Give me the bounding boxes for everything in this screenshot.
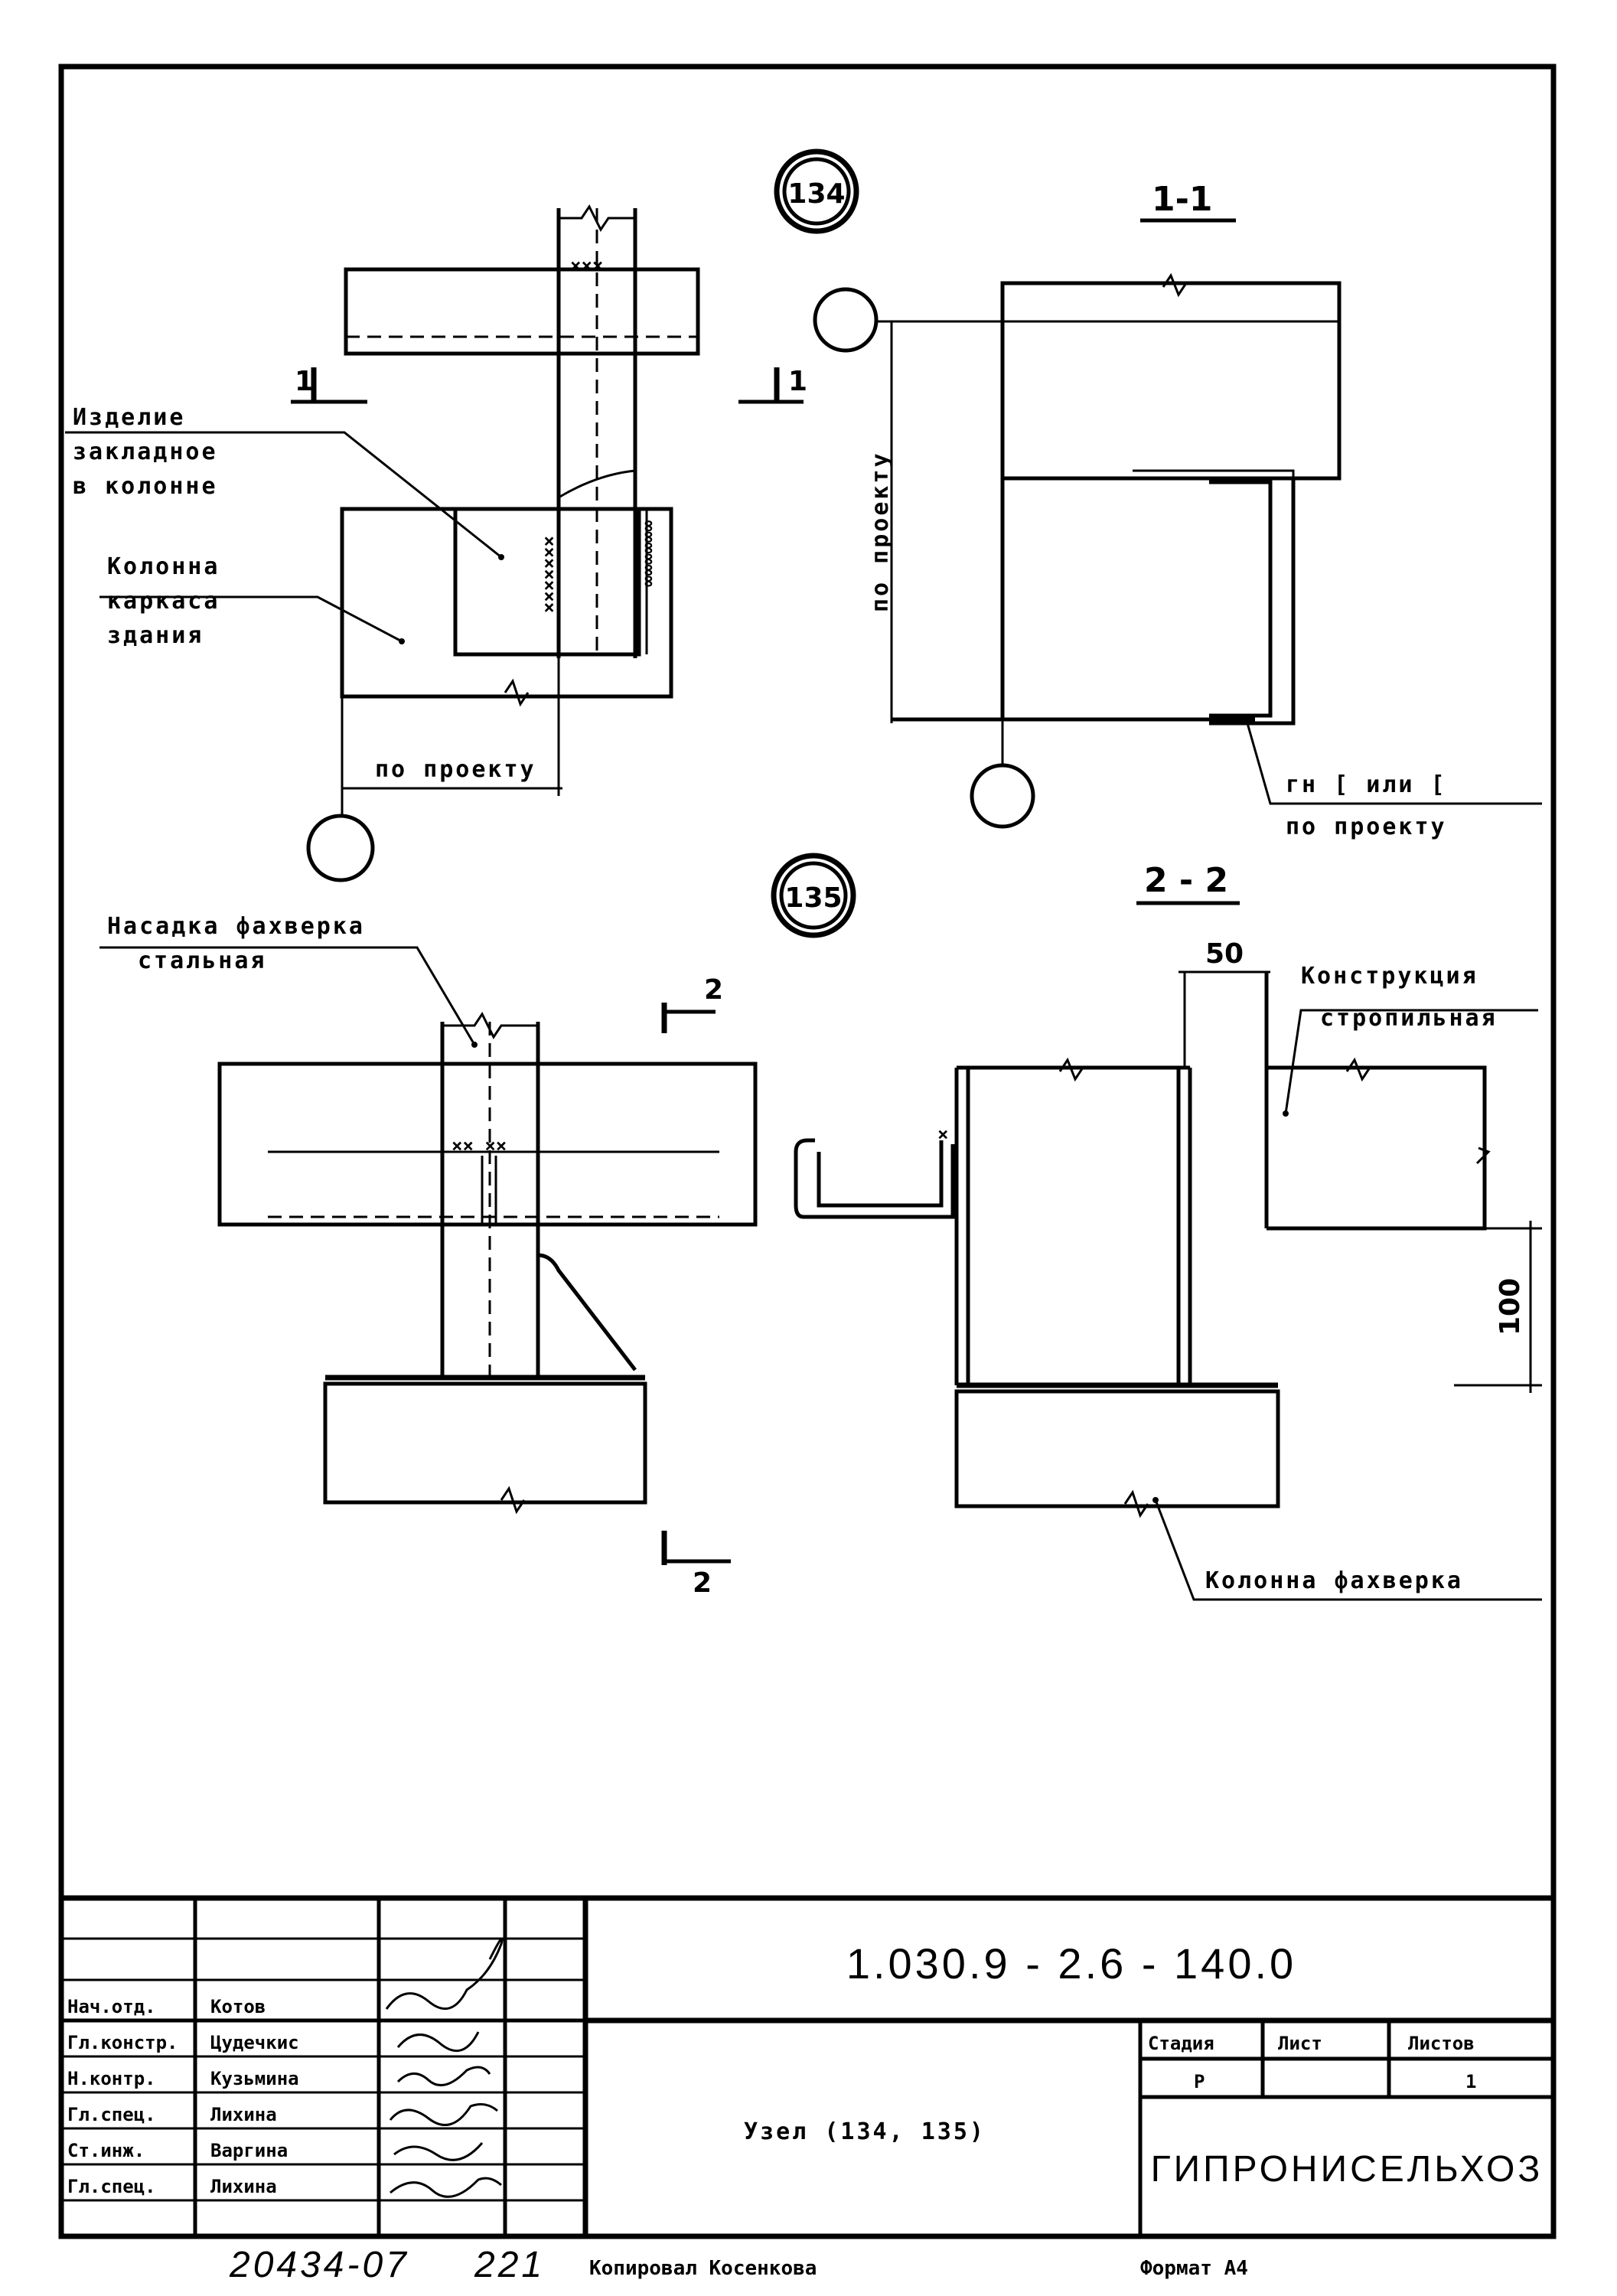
drawing-title: Узел (134, 135) [744, 2118, 986, 2145]
embedded-part-label-3: в колонне [73, 473, 218, 500]
section-2-2-dim-side: 100 [1495, 1278, 1526, 1336]
column-label-3: здания [107, 622, 204, 649]
section-1-1-vertical-dim: по проекту [867, 451, 894, 612]
section-1-marker-right: 1 [788, 366, 807, 397]
profile-label-1: гн [ или [ [1286, 771, 1447, 798]
staff-role-3: Н.контр. [67, 2068, 156, 2089]
staff-role-4: Гл.спец. [67, 2104, 156, 2125]
organization-name: ГИПРОНИСЕЛЬХОЗ [1151, 2149, 1544, 2190]
section-2-2-title: 2 - 2 [1144, 861, 1228, 900]
svg-text:×××××××: ××××××× [539, 536, 560, 613]
staff-name-6: Лихина [210, 2176, 277, 2197]
construction-label-2: стропильная [1320, 1005, 1498, 1032]
node-135-label-1: Насадка фахверка [107, 913, 365, 940]
stage-value: Р [1194, 2071, 1205, 2092]
signatures [385, 1937, 504, 2198]
stage-header: Стадия [1148, 2033, 1214, 2054]
section-1-1-view: 1-1 по проекту гн [ или [ по проекту [813, 180, 1542, 840]
node-134-callout-circle [774, 148, 859, 234]
node-134-dimension: по проекту [375, 756, 536, 783]
svg-text:∞∞∞∞∞∞: ∞∞∞∞∞∞ [638, 520, 660, 587]
staff-name-5: Варгина [210, 2140, 288, 2161]
embedded-part-label-1: Изделие [73, 404, 185, 431]
svg-text:×××: ××× [570, 255, 603, 276]
staff-name-3: Кузьмина [210, 2068, 299, 2089]
section-2-2-view: 2 - 2 × 50 Конструкция стропильная [794, 861, 1542, 1601]
svg-text:×: × [937, 1124, 948, 1145]
svg-text:×× ××: ×× ×× [452, 1135, 507, 1156]
staff-role-6: Гл.спец. [67, 2176, 156, 2197]
sheet-frame [58, 64, 1557, 2239]
document-code: 1.030.9 - 2.6 - 140.0 [846, 1939, 1296, 1988]
embedded-part-label-2: закладное [73, 439, 218, 465]
node-135-view: 135 Насадка фахверка стальная ×× ×× 2 2 [99, 853, 856, 1599]
section-2-marker-top: 2 [704, 974, 723, 1006]
construction-label-1: Конструкция [1301, 963, 1478, 990]
node-135-label-2: стальная [138, 947, 267, 974]
sheets-value: 1 [1465, 2071, 1476, 2092]
column-framework-label: Колонна фахверка [1205, 1567, 1463, 1594]
section-1-1-title: 1-1 [1152, 180, 1213, 219]
staff-role-5: Ст.инж. [67, 2140, 145, 2161]
sheet-header: Лист [1278, 2033, 1322, 2054]
section-1-marker-left: 1 [295, 366, 314, 397]
staff-name-4: Лихина [210, 2104, 277, 2125]
column-label-2: каркаса [107, 588, 220, 615]
profile-label-2: по проекту [1286, 814, 1447, 840]
staff-role-2: Гл.констр. [67, 2032, 178, 2053]
node-134-view: 134 ××× ××××××× ∞∞∞∞∞∞ 1 1 Изделие закла… [65, 148, 859, 882]
staff-name-1: Котов [210, 1996, 266, 2017]
footer-number: 20434-07 [229, 2245, 409, 2285]
footer-page: 221 [474, 2245, 545, 2285]
section-1-1-axis-circle-top [813, 287, 879, 353]
section-1-1-axis-circle-bottom [970, 763, 1035, 829]
staff-name-2: Цудечкис [210, 2032, 299, 2053]
footer-copied-by: Копировал Косенкова [589, 2257, 817, 2280]
node-134-callout-number: 134 [787, 178, 845, 210]
staff-role-1: Нач.отд. [67, 1996, 156, 2017]
sheets-header: Листов [1408, 2033, 1475, 2054]
section-2-2-dim-top: 50 [1205, 938, 1244, 970]
footer-format: Формат А4 [1140, 2257, 1248, 2280]
node-134-axis-circle [306, 814, 375, 882]
node-135-callout-number: 135 [784, 882, 842, 914]
column-label-1: Колонна [107, 553, 220, 580]
node-135-callout-circle [771, 853, 856, 938]
footer: 20434-07 221 Копировал Косенкова Формат … [229, 2245, 1248, 2285]
title-block: Нач.отд. Котов Гл.констр. Цудечкис Н.кон… [61, 1895, 1553, 2236]
section-2-marker-bottom: 2 [693, 1567, 712, 1599]
